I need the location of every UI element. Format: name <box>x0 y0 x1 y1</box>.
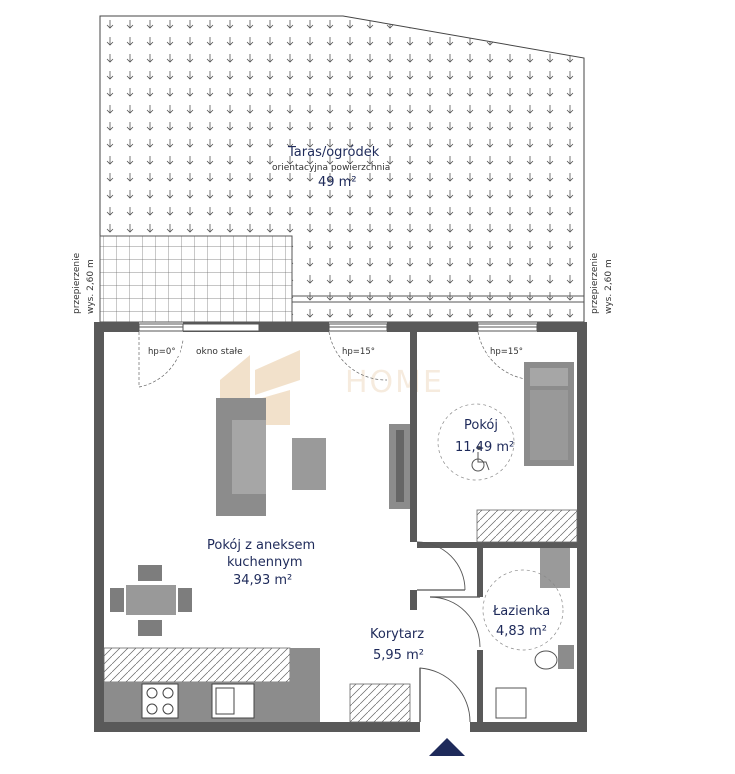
window-1-note: okno stałe <box>196 347 243 357</box>
bedroom-name: Pokój <box>464 418 498 433</box>
living-room-name-1: Pokój z aneksem <box>207 538 315 553</box>
toilet <box>534 645 574 670</box>
corridor-name: Korytarz <box>370 627 424 642</box>
shower <box>540 548 570 588</box>
living-room-name-2: kuchennym <box>227 555 303 570</box>
bedroom-area: 11,49 m² <box>455 440 514 455</box>
sofa <box>216 398 266 516</box>
living-room-area: 34,93 m² <box>233 573 292 588</box>
kitchen-counter <box>103 647 320 722</box>
terrace-subtitle: orientacyjna powierzchnia <box>272 163 390 173</box>
wardrobe-bedroom <box>476 509 578 543</box>
window-2 <box>328 323 388 381</box>
wardrobe-corridor <box>349 683 411 723</box>
window-1-label: hp=0° <box>148 347 176 357</box>
watermark-text: HOME <box>345 365 444 400</box>
partition-right-line1: przepierzenie <box>590 252 600 314</box>
tv-cabinet <box>389 424 410 509</box>
entrance-arrow-icon <box>429 738 465 756</box>
terrace-name: Taras/ogródek <box>287 145 380 160</box>
bathroom-area: 4,83 m² <box>496 624 547 639</box>
wheelchair-icon-bedroom <box>437 403 515 481</box>
sink <box>211 683 255 719</box>
entrance-door <box>419 667 471 723</box>
window-3-label: hp=15° <box>490 347 523 357</box>
terrace-area <box>99 15 585 323</box>
coffee-table <box>292 438 326 490</box>
partition-right-line2: wys. 2,60 m <box>604 259 614 314</box>
partition-left-line1: przepierzenie <box>72 252 82 314</box>
bathroom-name: Łazienka <box>492 604 550 619</box>
corridor-area: 5,95 m² <box>373 648 424 663</box>
bedroom-door <box>416 541 466 591</box>
window-1 <box>138 323 260 388</box>
bathroom-door <box>429 596 481 648</box>
partition-left-line2: wys. 2,60 m <box>86 259 96 314</box>
terrace-area-value: 49 m² <box>318 175 357 190</box>
window-2-label: hp=15° <box>342 347 375 357</box>
washbasin <box>495 687 527 719</box>
window-3 <box>477 323 538 381</box>
stove <box>141 683 179 719</box>
dining-table <box>110 565 192 636</box>
wheelchair-icon-bathroom <box>482 569 564 651</box>
bed <box>524 362 574 466</box>
